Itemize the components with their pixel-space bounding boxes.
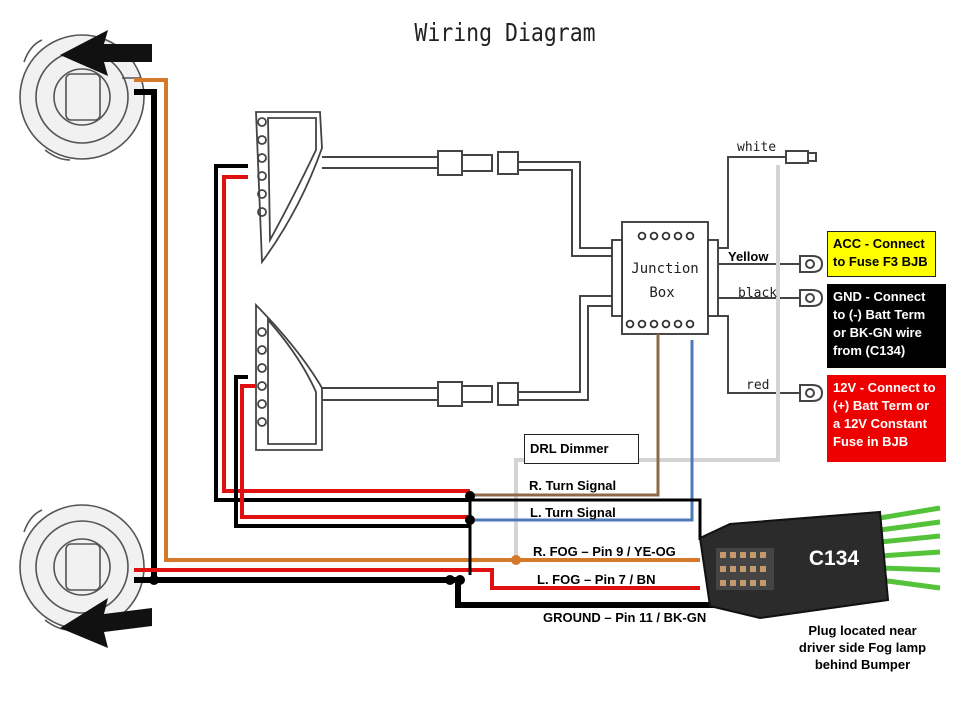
drl-lamp-lower [255, 302, 323, 451]
blue-wire [470, 340, 694, 522]
red-wire-lower-drl [240, 384, 470, 519]
black-wire-upper-drl [214, 164, 470, 502]
fog-lamp-left [19, 504, 145, 631]
label-l-turn-signal: L. Turn Signal [530, 505, 616, 520]
acc-connect-note: ACC - Connect to Fuse F3 BJB [827, 231, 936, 277]
connector-label: C134 [809, 547, 860, 570]
red-wire-upper-drl [222, 175, 470, 493]
wire-label-white: white [737, 140, 777, 155]
black-wire-lower-drl [234, 375, 470, 528]
plug-location-note: Plug located near driver side Fog lamp b… [798, 623, 927, 672]
junction-box [611, 221, 719, 335]
wire-label-black: black [738, 286, 778, 301]
label-ground: GROUND – Pin 11 / BK-GN [543, 610, 707, 625]
label-r-fog: R. FOG – Pin 9 / YE-OG [533, 544, 676, 559]
drl-lamp-upper [255, 111, 323, 265]
junction-box-label-2: Box [649, 285, 674, 301]
brown-wire [470, 334, 660, 497]
arrow-icon [60, 30, 152, 76]
fog-lamp-right [19, 34, 145, 161]
12v-connect-note: 12V - Connect to (+) Batt Term or a 12V … [827, 375, 946, 462]
ground-to-connector [455, 580, 760, 608]
junction-outputs [718, 150, 817, 394]
junction-box-label-1: Junction [631, 261, 698, 277]
drl-harness [322, 150, 612, 407]
drl-dimmer-label: DRL Dimmer [524, 434, 639, 464]
wire-label-yellow: Yellow [728, 249, 769, 264]
arrow-icon [60, 598, 152, 648]
label-l-fog: L. FOG – Pin 7 / BN [537, 572, 656, 587]
diagram-title: Wiring Diagram [414, 18, 596, 47]
ring-terminal-icon [799, 255, 824, 402]
gnd-connect-note: GND - Connect to (-) Batt Term or BK-GN … [827, 284, 946, 368]
splice-points [149, 491, 521, 585]
gray-wire [514, 165, 780, 558]
c134-connector: C134 [698, 505, 941, 620]
red-fog-wire [134, 568, 700, 590]
black-ground-wire-upper [134, 89, 456, 583]
orange-wire [134, 78, 700, 562]
wire-label-red: red [746, 378, 770, 393]
label-r-turn-signal: R. Turn Signal [529, 478, 617, 493]
